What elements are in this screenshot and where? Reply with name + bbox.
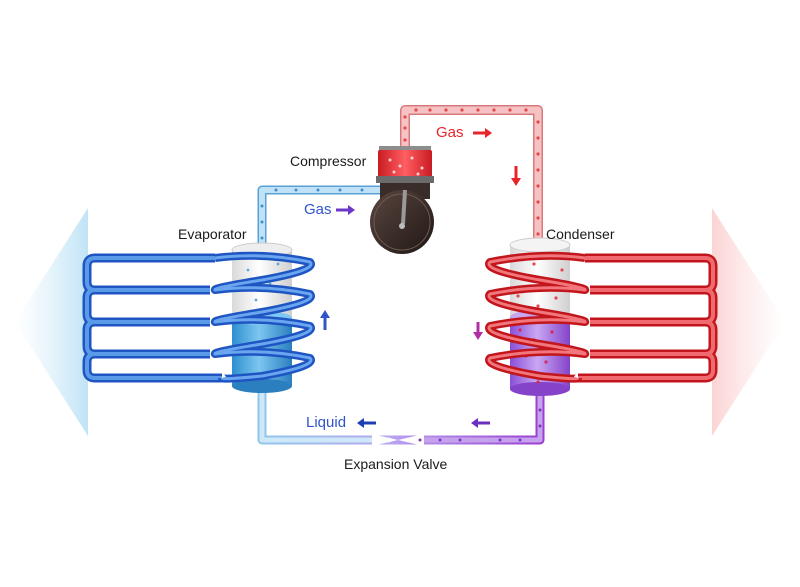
expansion-valve bbox=[372, 434, 398, 446]
compressor-label: Compressor bbox=[290, 153, 367, 169]
hot-gas-label: Gas bbox=[436, 124, 464, 141]
cold-gas-label: Gas bbox=[304, 201, 332, 218]
cold-air-arrow bbox=[15, 208, 88, 436]
liquid-pipe bbox=[257, 392, 545, 445]
compressor-icon bbox=[370, 146, 434, 254]
flow-arrow-icon bbox=[320, 128, 521, 428]
condenser-label: Condenser bbox=[546, 226, 615, 242]
evaporator-label: Evaporator bbox=[178, 226, 247, 242]
liquid-label: Liquid bbox=[306, 414, 347, 431]
warm-air-arrow bbox=[712, 208, 785, 436]
expansion-valve-label: Expansion Valve bbox=[344, 456, 448, 472]
evaporator-coil bbox=[82, 251, 315, 383]
condenser-coil bbox=[485, 251, 718, 383]
